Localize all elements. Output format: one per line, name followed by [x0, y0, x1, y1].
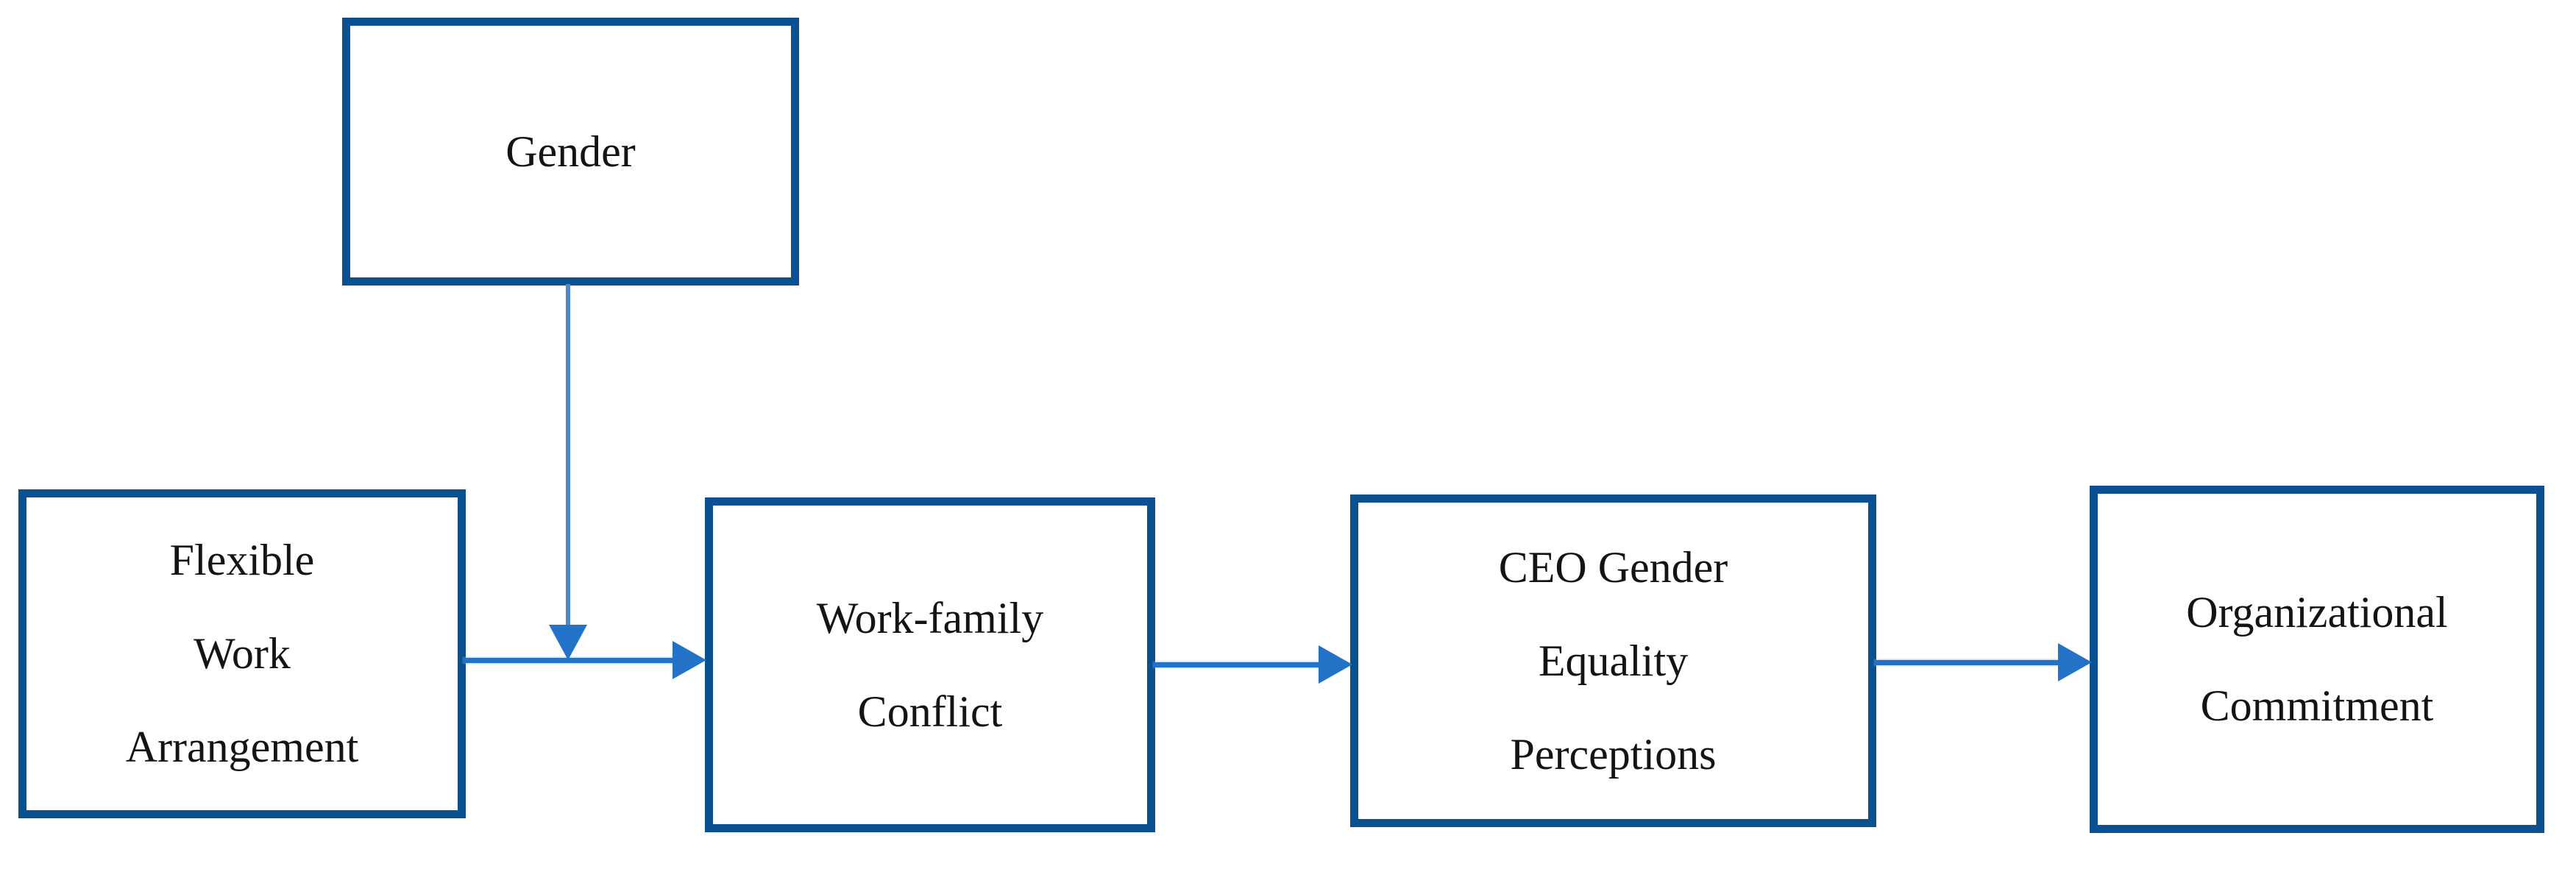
arrow-wfc-to-ceo-arrowhead-icon — [1319, 645, 1352, 684]
flexible-work-arrangement-label-line: Flexible — [169, 536, 315, 584]
ceo-gender-equality-perceptions-label-line: Perceptions — [1510, 729, 1717, 779]
arrow-fwa-to-wfc-line — [464, 658, 677, 663]
ceo-gender-equality-perceptions-label-line: CEO Gender — [1498, 542, 1728, 592]
arrow-wfc-to-ceo-line — [1154, 662, 1323, 667]
ceo-gender-equality-perceptions-label-line: Equality — [1538, 636, 1689, 685]
arrow-fwa-to-wfc-arrowhead-icon — [673, 641, 706, 679]
arrow-gender-moderation-arrowhead-icon — [549, 625, 587, 660]
work-family-conflict-box: Work-family Conflict — [705, 497, 1155, 832]
flexible-work-arrangement-label-line: Work — [194, 629, 291, 678]
arrow-gender-moderation-line — [566, 284, 570, 625]
arrow-ceo-to-oc-arrowhead-icon — [2058, 643, 2092, 681]
organizational-commitment-label-line: Commitment — [2200, 681, 2434, 730]
ceo-gender-equality-perceptions-box: CEO Gender Equality Perceptions — [1350, 495, 1876, 827]
organizational-commitment-label-line: Organizational — [2186, 588, 2448, 637]
work-family-conflict-label-line: Work-family — [816, 593, 1044, 642]
work-family-conflict-label-line: Conflict — [857, 687, 1003, 736]
flexible-work-arrangement-label-line: Arrangement — [125, 723, 359, 771]
flexible-work-arrangement-box: Flexible Work Arrangement — [18, 489, 466, 818]
organizational-commitment-box: Organizational Commitment — [2090, 486, 2544, 833]
arrow-ceo-to-oc-line — [1875, 660, 2062, 665]
gender-box: Gender — [342, 18, 799, 286]
gender-label: Gender — [505, 127, 636, 176]
